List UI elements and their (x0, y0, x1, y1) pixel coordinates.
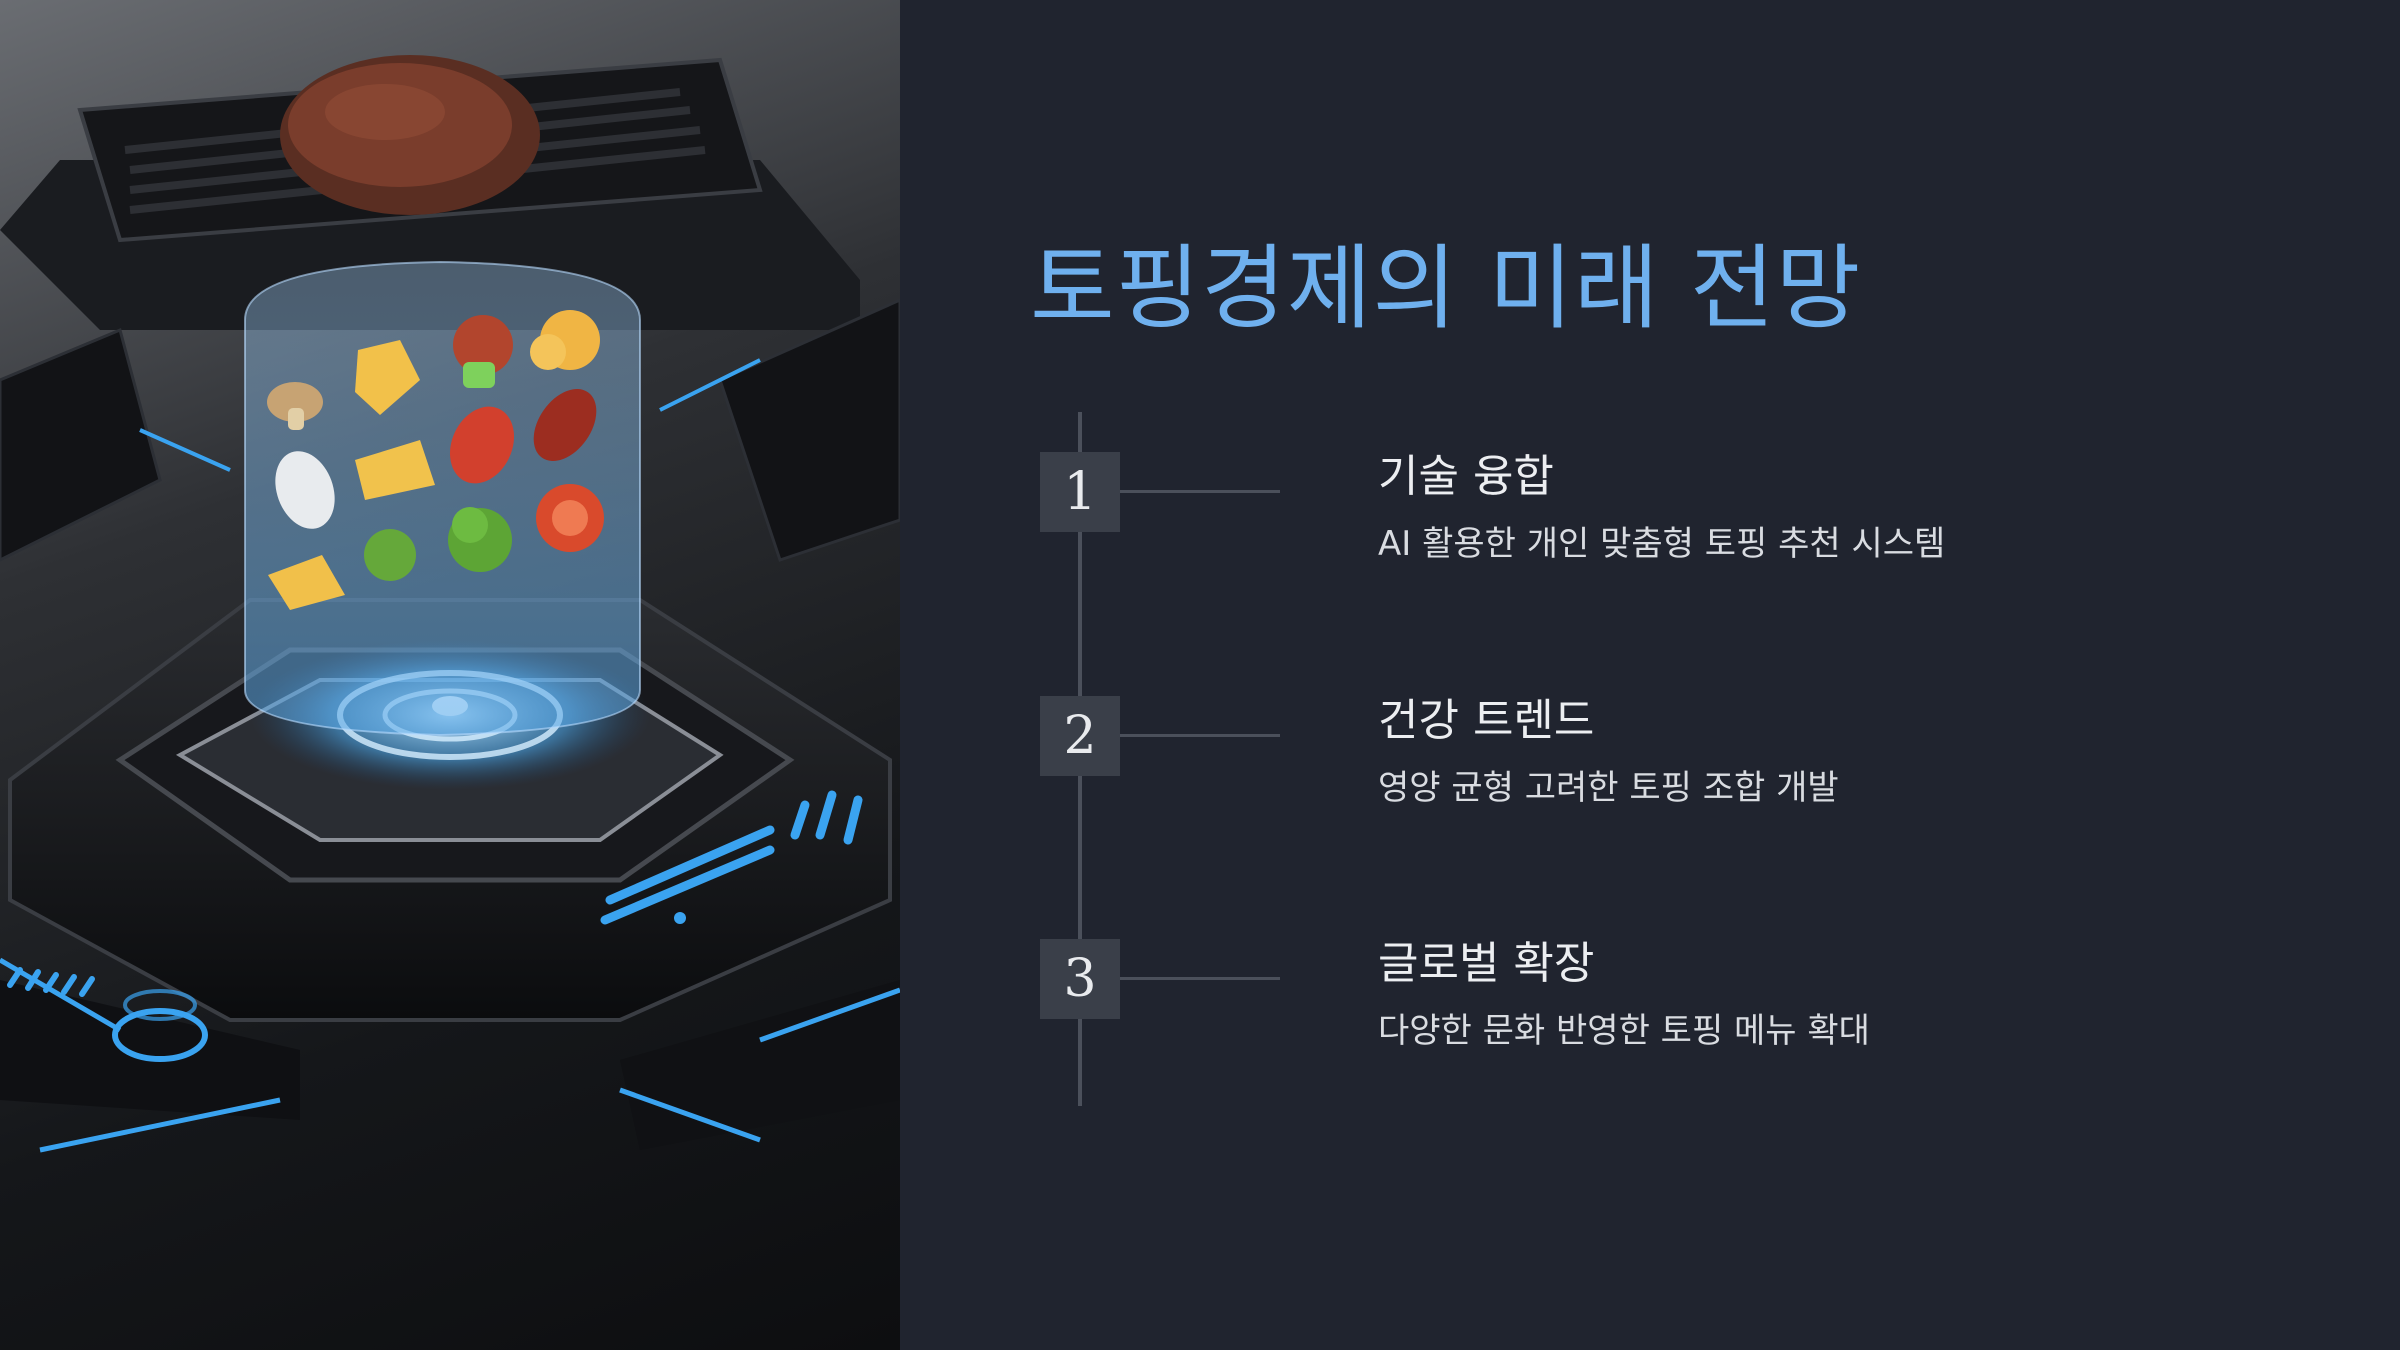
item-heading: 글로벌 확장 (1378, 938, 1595, 989)
item-heading: 기술 융합 (1378, 451, 1554, 502)
item-description: 영양 균형 고려한 토핑 조합 개발 (1378, 768, 1839, 808)
hero-image (0, 0, 900, 1350)
timeline-item-2: 2 건강 트렌드 영양 균형 고려한 토핑 조합 개발 (1040, 695, 2340, 836)
content-panel: 토핑경제의 미래 전망 1 기술 융합 AI 활용한 개인 맞춤형 토핑 추천 … (900, 0, 2400, 1350)
connector-line (1120, 490, 1280, 493)
step-number-badge: 3 (1040, 939, 1120, 1019)
timeline-item-1: 1 기술 융합 AI 활용한 개인 맞춤형 토핑 추천 시스템 (1040, 451, 2340, 592)
food-tech-illustration (0, 55, 900, 1153)
connector-line (1120, 734, 1280, 737)
item-description: 다양한 문화 반영한 토핑 메뉴 확대 (1378, 1011, 1870, 1051)
connector-line (1120, 977, 1280, 980)
step-number-badge: 2 (1040, 696, 1120, 776)
item-heading: 건강 트렌드 (1378, 695, 1595, 746)
step-number-badge: 1 (1040, 452, 1120, 532)
item-description: AI 활용한 개인 맞춤형 토핑 추천 시스템 (1378, 524, 1946, 564)
page-title: 토핑경제의 미래 전망 (1030, 235, 1862, 342)
timeline-item-3: 3 글로벌 확장 다양한 문화 반영한 토핑 메뉴 확대 (1040, 938, 2340, 1079)
